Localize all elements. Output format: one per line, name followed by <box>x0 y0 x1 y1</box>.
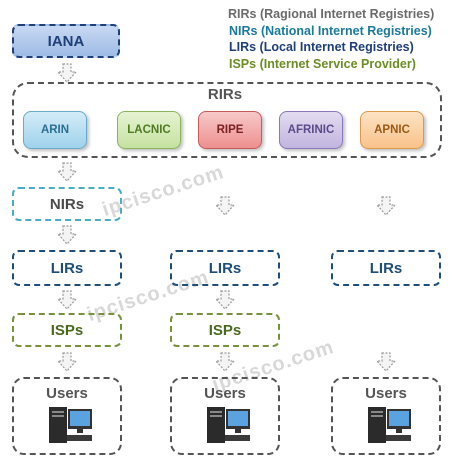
users-box: Users <box>331 377 441 455</box>
lirs-box: LIRs <box>170 250 280 286</box>
down-arrow-icon <box>57 290 77 310</box>
down-arrow-icon <box>57 352 77 372</box>
rir-apnic: APNIC <box>360 111 424 149</box>
legend-isps: ISPs (Internet Service Provider) <box>229 56 416 71</box>
rir-arin: ARIN <box>23 111 87 149</box>
rir-afrinic: AFRINIC <box>279 111 343 149</box>
down-arrow-icon <box>57 225 77 245</box>
rirs-title: RIRs <box>207 86 243 103</box>
rir-ripe: RIPE <box>198 111 262 149</box>
down-arrow-icon <box>215 196 235 216</box>
down-arrow-icon <box>215 290 235 310</box>
legend-rirs: RIRs (Ragional Internet Registries) <box>228 7 435 21</box>
down-arrow-icon <box>376 352 396 372</box>
legend-lirs: LIRs (Local Internet Registries) <box>229 40 414 54</box>
computer-icon <box>49 407 92 443</box>
down-arrow-icon <box>57 162 77 182</box>
nirs-box: NIRs <box>12 187 122 221</box>
down-arrow-icon <box>57 63 77 83</box>
isps-box: ISPs <box>12 313 122 347</box>
computer-icon <box>207 407 250 443</box>
down-arrow-icon <box>215 352 235 372</box>
users-label: Users <box>46 385 88 402</box>
legend: RIRs (Ragional Internet Registries) NIRs… <box>228 6 434 72</box>
iana-box: IANA <box>12 24 120 58</box>
down-arrow-icon <box>376 196 396 216</box>
isps-box: ISPs <box>170 313 280 347</box>
lirs-box: LIRs <box>12 250 122 286</box>
users-label: Users <box>204 385 246 402</box>
rir-lacnic: LACNIC <box>117 111 181 149</box>
computer-icon <box>368 407 411 443</box>
users-label: Users <box>365 385 407 402</box>
users-box: Users <box>12 377 122 455</box>
lirs-box: LIRs <box>331 250 441 286</box>
users-box: Users <box>170 377 280 455</box>
legend-nirs: NIRs (National Internet Registries) <box>229 23 432 38</box>
